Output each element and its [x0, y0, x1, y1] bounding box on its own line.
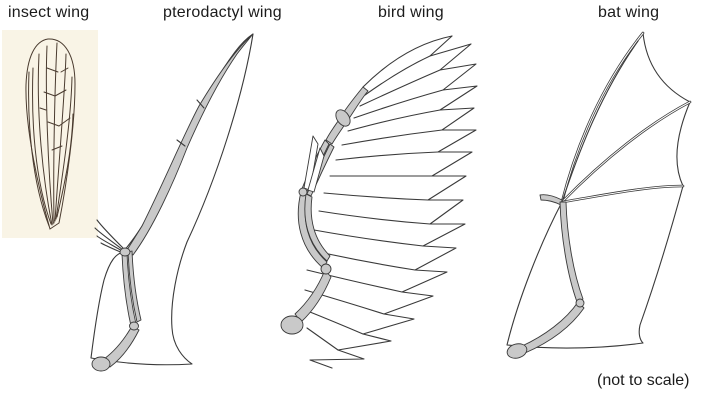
panel-label-bird: bird wing — [378, 4, 444, 21]
panel-label-bat: bat wing — [598, 4, 660, 21]
insect-scan-background — [2, 30, 98, 238]
pterodactyl-wing-drawing — [90, 33, 254, 372]
panel-label-insect: insect wing — [8, 4, 90, 21]
scale-note: (not to scale) — [597, 372, 690, 389]
insect-wing-drawing — [2, 30, 98, 238]
bird-wing-drawing — [280, 35, 478, 369]
panel-label-pterodactyl: pterodactyl wing — [163, 4, 282, 21]
bat-wing-drawing — [506, 31, 692, 359]
